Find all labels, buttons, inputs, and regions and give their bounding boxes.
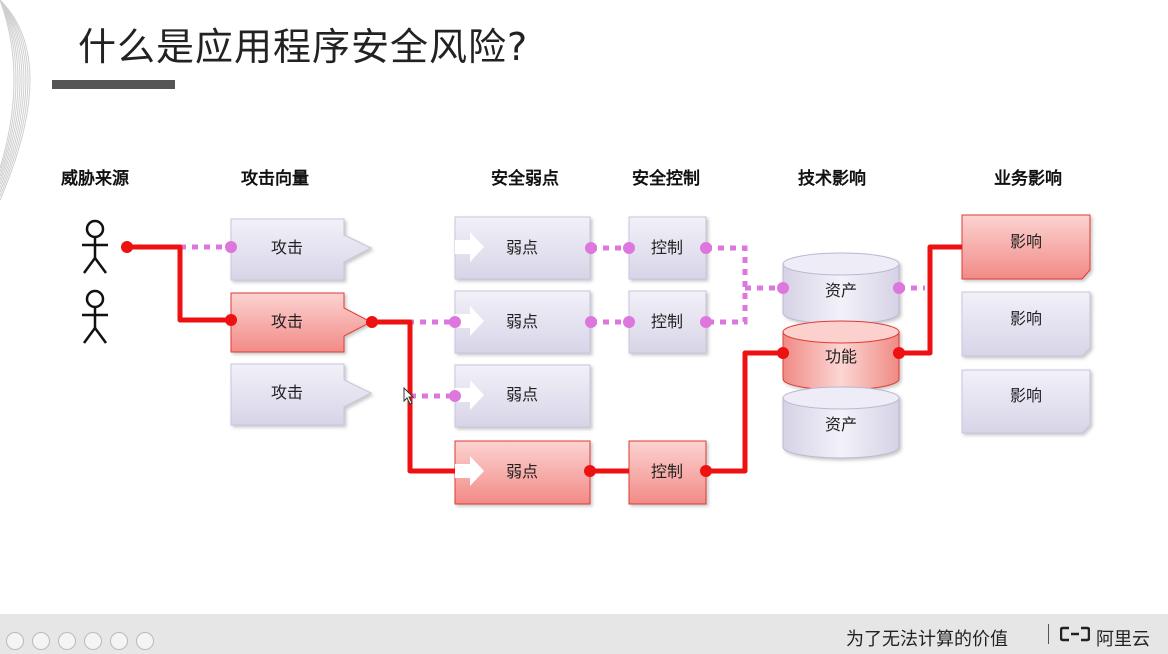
- threat-agent-2: [82, 289, 108, 344]
- next-slide-button[interactable]: [32, 632, 50, 650]
- prev-slide-button[interactable]: [6, 632, 24, 650]
- slides-overview-button[interactable]: [84, 632, 102, 650]
- weakness-label-4: 弱点: [506, 462, 538, 481]
- zoom-button[interactable]: [110, 632, 128, 650]
- attack-box-2: [230, 292, 373, 353]
- more-options-button[interactable]: [136, 632, 154, 650]
- tech-cylinder-3: [782, 386, 900, 459]
- tech-label-3: 资产: [825, 415, 857, 434]
- attack-box-3: [230, 363, 373, 426]
- pen-tool-button[interactable]: [58, 632, 76, 650]
- tech-cylinder-2: [782, 320, 900, 391]
- control-label-1: 控制: [651, 238, 683, 257]
- header-control: 安全控制: [632, 169, 700, 189]
- header-threat: 威胁来源: [61, 169, 129, 189]
- weakness-label-3: 弱点: [506, 385, 538, 404]
- control-label-3: 控制: [651, 462, 683, 481]
- attack-label-2: 攻击: [271, 312, 303, 331]
- attack-label-1: 攻击: [271, 238, 303, 257]
- weakness-arrow-icons: [455, 232, 484, 486]
- tech-cylinder-1: [782, 252, 900, 325]
- header-weakness: 安全弱点: [491, 169, 559, 189]
- decorative-arc: [0, 0, 31, 200]
- control-box-2: [628, 290, 707, 354]
- mouse-cursor-icon: [403, 386, 415, 405]
- control-box-1: [628, 216, 707, 280]
- business-box-2: [961, 291, 1091, 357]
- header-business: 业务影响: [994, 169, 1062, 189]
- header-attack: 攻击向量: [241, 169, 309, 189]
- footer-separator: [1048, 624, 1049, 644]
- tech-label-2: 功能: [825, 347, 857, 366]
- business-label-1: 影响: [1010, 232, 1042, 251]
- red-connection-dots: [121, 241, 905, 477]
- purple-connection-dots: [225, 241, 905, 402]
- business-label-3: 影响: [1010, 386, 1042, 405]
- business-box-3: [961, 369, 1091, 434]
- weakness-label-1: 弱点: [506, 238, 538, 257]
- title-underline: [52, 80, 175, 89]
- control-label-2: 控制: [651, 312, 683, 331]
- business-box-1: [961, 214, 1091, 280]
- weakness-label-2: 弱点: [506, 312, 538, 331]
- attack-label-3: 攻击: [271, 383, 303, 402]
- business-label-2: 影响: [1010, 309, 1042, 328]
- risk-flow-diagram: 攻击 攻击 攻击 弱点 弱点 弱点 弱点 控制 控制 控制 资产 功能 资产: [82, 214, 1091, 505]
- tech-label-1: 资产: [825, 281, 857, 300]
- footer-bar: 为了无法计算的价值 阿里云: [0, 614, 1168, 654]
- header-tech: 技术影响: [798, 169, 866, 189]
- footer-brand: 阿里云: [1096, 629, 1150, 650]
- threat-agent-1: [82, 219, 108, 274]
- page-title: 什么是应用程序安全风险?: [78, 25, 529, 69]
- aliyun-logo-icon: [1060, 626, 1090, 642]
- attack-box-1: [230, 218, 373, 281]
- footer-slogan: 为了无法计算的价值: [846, 629, 1008, 650]
